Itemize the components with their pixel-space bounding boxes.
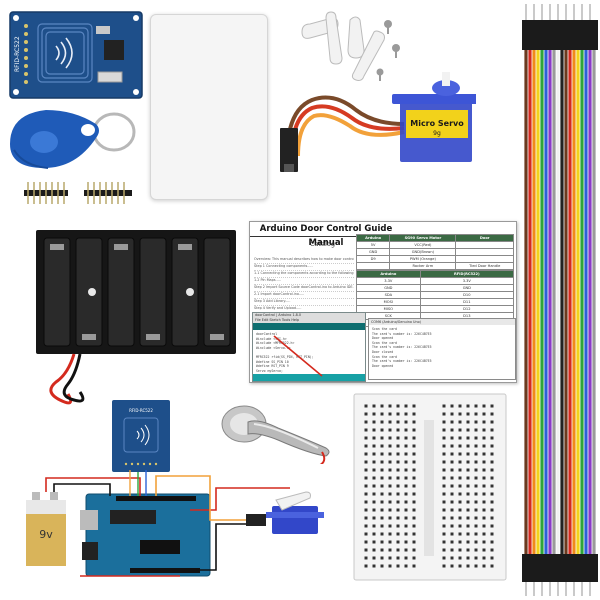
catalog-line: 2.1 Import doorControl.ino.....: [254, 292, 354, 299]
catalog-line: Step 3 Add Library.....: [254, 299, 354, 306]
serial-monitor-window: COM6 (Arduino/Genuino Uno) Scan the card…: [368, 318, 516, 380]
ide-menu: File Edit Sketch Tools Help: [253, 318, 365, 323]
battery-label: 9v: [39, 528, 53, 541]
red-arrow: [273, 335, 323, 377]
rfid-module-image: RFID-RC522: [9, 11, 143, 99]
ide-toolbar: [253, 323, 365, 330]
breadboard-image: [353, 393, 507, 581]
catalog-line: Step 1 Connecting components.....: [254, 264, 354, 271]
catalog-line: Overview: This manual describes how to m…: [254, 257, 354, 264]
key-fob-image: [10, 110, 136, 169]
ide-status-bar: [253, 374, 365, 381]
catalog-line: Step 2 Import Source Code doorControl.in…: [254, 285, 354, 292]
catalog-heading: Catalog: [310, 240, 335, 248]
battery-holder-image: [36, 230, 236, 405]
rfid-module-small-image: RFID-RC522: [112, 400, 170, 472]
serial-title: COM6 (Arduino/Genuino Uno): [369, 319, 515, 325]
jumper-wires-image: [522, 4, 598, 596]
guide-manual: Arduino Door Control Guide Manual Catalo…: [249, 221, 517, 383]
pin-headers-image: [24, 182, 132, 204]
manual-title: Arduino Door Control Guide Manual: [250, 222, 402, 248]
servo-horns-image: [301, 11, 400, 81]
servo-brand-label: Micro Servo: [410, 119, 464, 128]
catalog-line: 1.2 Pin Maps.....: [254, 278, 354, 285]
blank-card-image: [150, 14, 268, 200]
rfid-small-label: RFID-RC522: [129, 408, 153, 413]
serial-output: Scan the card The card's number is: 226C…: [372, 327, 432, 368]
arduino-ide-window: doorControl | Arduino 1.8.0 File Edit Sk…: [252, 312, 366, 382]
catalog-line: 1.1 Connecting the components according …: [254, 271, 354, 278]
servo-model-label: 9g: [433, 130, 441, 137]
micro-servo-image: Micro Servo 9g: [280, 72, 476, 172]
door-handle-image: [221, 405, 330, 464]
ide-title: doorControl | Arduino 1.8.0: [253, 313, 365, 318]
wiring-diagram: 9v: [26, 470, 324, 577]
rfid-label: RFID-RC522: [14, 36, 21, 72]
